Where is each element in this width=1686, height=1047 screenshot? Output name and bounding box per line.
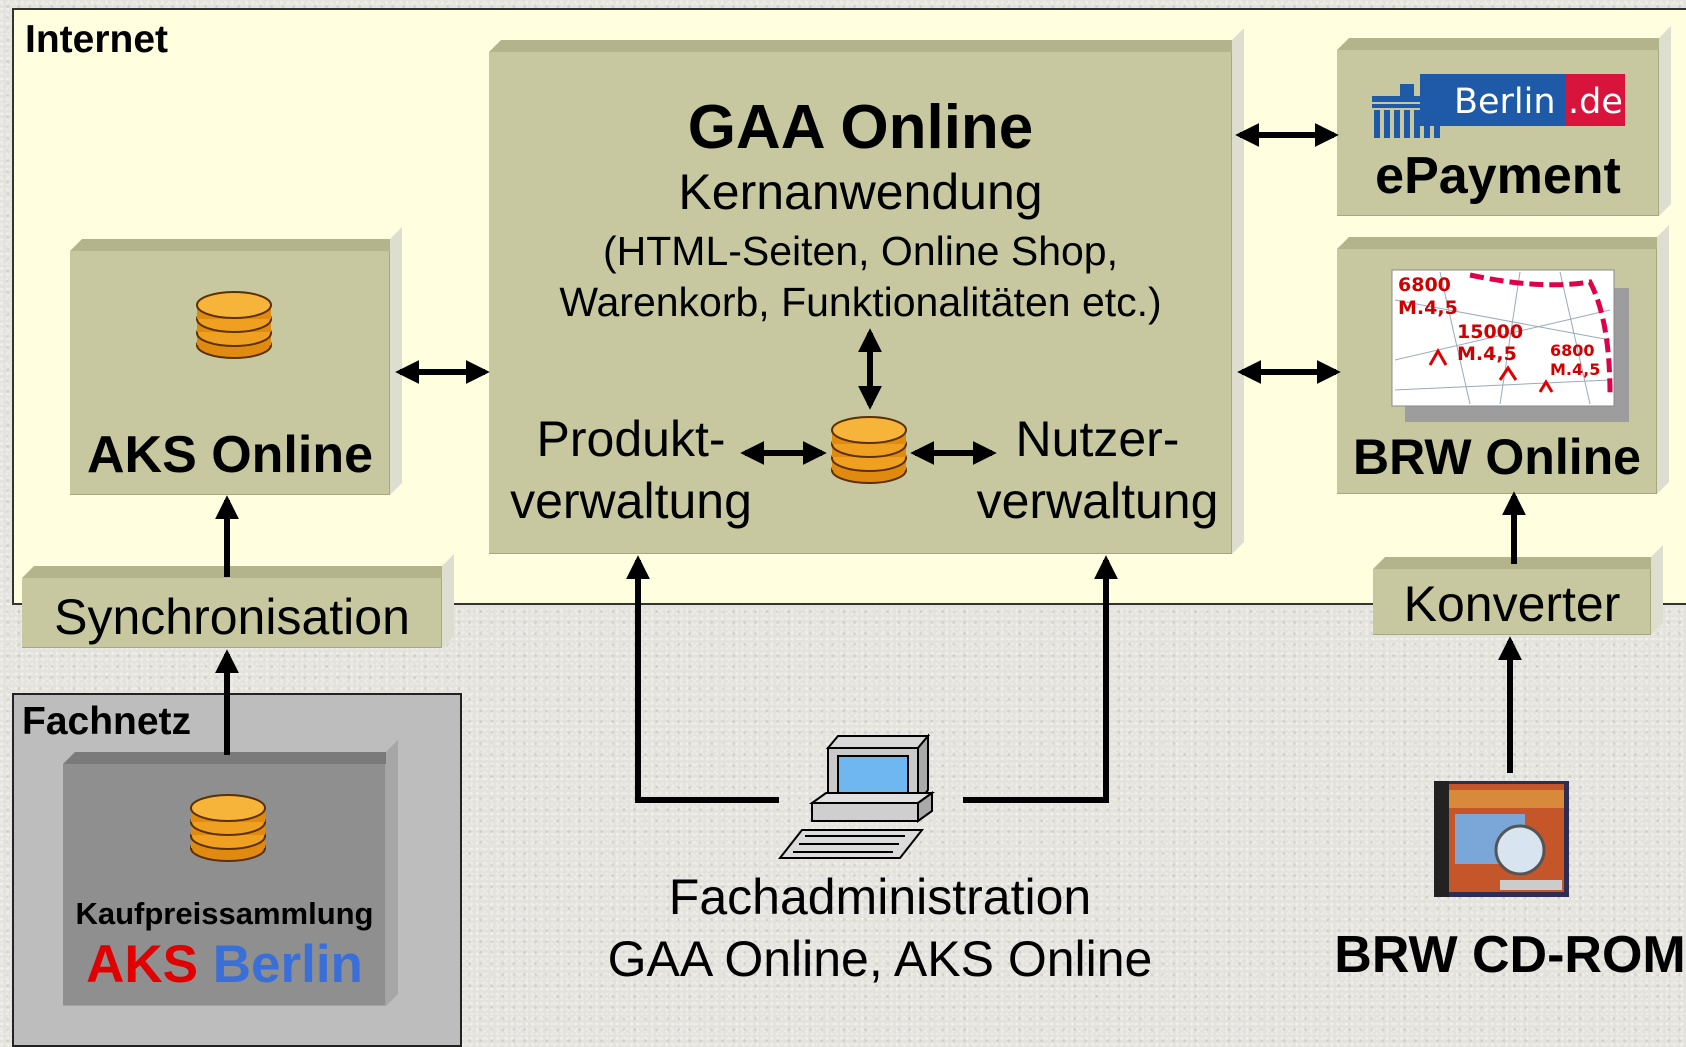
internet-zone-label: Internet [25,18,169,61]
svg-text:6800: 6800 [1398,274,1451,296]
synchronisation-box [22,578,442,648]
berlin-word: Berlin [212,935,363,994]
gaa-description-line1: (HTML-Seiten, Online Shop, [602,228,1118,274]
gaa-online-title: GAA Online [687,93,1034,162]
synchronisation-label: Synchronisation [54,589,410,645]
gaa-database-icon [831,416,907,484]
brw-online-title: BRW Online [1353,429,1641,485]
arrow-admin-produkt [626,555,779,803]
svg-text:Berlin: Berlin [1454,82,1556,122]
svg-text:.de: .de [1568,82,1623,122]
brw-cdrom-label: BRW CD-ROM [1334,926,1686,984]
svg-text:M.4,5: M.4,5 [1550,360,1600,379]
aks-berlin-label: AKS Berlin [63,934,386,995]
gaa-description-line2: Warenkorb, Funktionalitäten etc.) [559,279,1162,325]
arrow-admin-nutzer [963,555,1118,803]
aks-online-title: AKS Online [86,426,374,484]
fachnetz-zone-label: Fachnetz [22,700,192,743]
gaa-kernanwendung-label: Kernanwendung [678,164,1043,220]
svg-text:M.4,5: M.4,5 [1398,297,1458,319]
fachadministration-line2: GAA Online, AKS Online [607,931,1153,987]
epayment-label: ePayment [1375,147,1621,205]
svg-text:15000: 15000 [1457,321,1523,343]
computer-icon [777,733,936,859]
nutzerverwaltung-line1: Nutzer- [1015,411,1180,467]
konverter-label: Konverter [1403,576,1621,632]
aks-database-icon [196,291,272,359]
fachadministration-line1: Fachadministration [668,869,1092,925]
cd-rom-case-icon [1434,781,1569,897]
svg-text:6800: 6800 [1550,341,1595,360]
konverter-box [1373,569,1651,635]
produktverwaltung-line2: verwaltung [510,473,752,529]
nutzerverwaltung-line2: verwaltung [976,473,1219,529]
kaufpreis-database-icon [190,794,266,862]
brw-map-thumbnail: 6800 M.4,5 15000 M.4,5 6800 M.4,5 [1391,269,1629,422]
produktverwaltung-line1: Produkt- [536,411,726,467]
kaufpreissammlung-label: Kaufpreissammlung [75,896,374,931]
aks-word: AKS [86,935,198,994]
svg-text:M.4,5: M.4,5 [1457,343,1517,365]
berlin-de-logo: Berlin .de [1372,74,1625,138]
connector-arrows [215,123,1526,803]
